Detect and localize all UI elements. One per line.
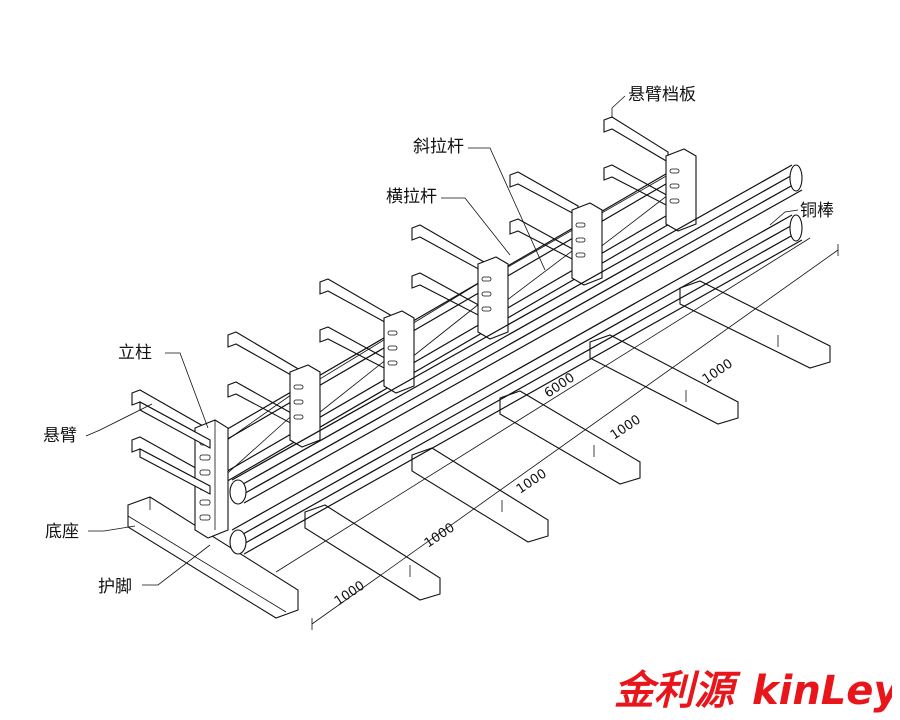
logo-chinese-name: 金利源 [614, 668, 741, 714]
label-base: 底座 [45, 522, 79, 542]
upright-6 [665, 148, 697, 232]
dim-total: 6000 [542, 370, 578, 401]
base-beams [127, 280, 831, 619]
label-cantilever-stop-plate: 悬臂档板 [628, 85, 696, 105]
label-foot-guard: 护脚 [98, 577, 132, 597]
leader-lines [85, 95, 799, 586]
upright-2 [289, 364, 321, 448]
uprights [194, 148, 697, 539]
logo-english-name: kinLey [752, 668, 892, 714]
upright-4 [477, 256, 509, 340]
upright-3 [383, 310, 415, 394]
label-diagonal-brace: 斜拉杆 [413, 137, 464, 157]
part-labels: 悬臂档板 斜拉杆 横拉杆 铜棒 立柱 悬臂 底座 护脚 [43, 85, 834, 597]
label-copper-rod: 铜棒 [800, 201, 834, 221]
front-arms [139, 401, 211, 495]
upright-5 [571, 202, 603, 286]
dimension-lines [275, 237, 839, 630]
dim-bay-3: 1000 [514, 466, 550, 497]
label-upright: 立柱 [118, 343, 152, 363]
dim-bay-5: 1000 [700, 356, 736, 387]
label-cantilever-arm: 悬臂 [43, 426, 77, 446]
dim-bay-2: 1000 [422, 520, 458, 551]
kinley-logo: 金利源 kinLey [614, 668, 892, 714]
dim-bay-1: 1000 [332, 578, 368, 609]
diagonal-braces [219, 174, 669, 481]
dim-bay-4: 1000 [608, 412, 644, 443]
back-arms [131, 116, 673, 487]
copper-rods [229, 164, 803, 555]
label-horizontal-brace: 横拉杆 [386, 187, 437, 207]
